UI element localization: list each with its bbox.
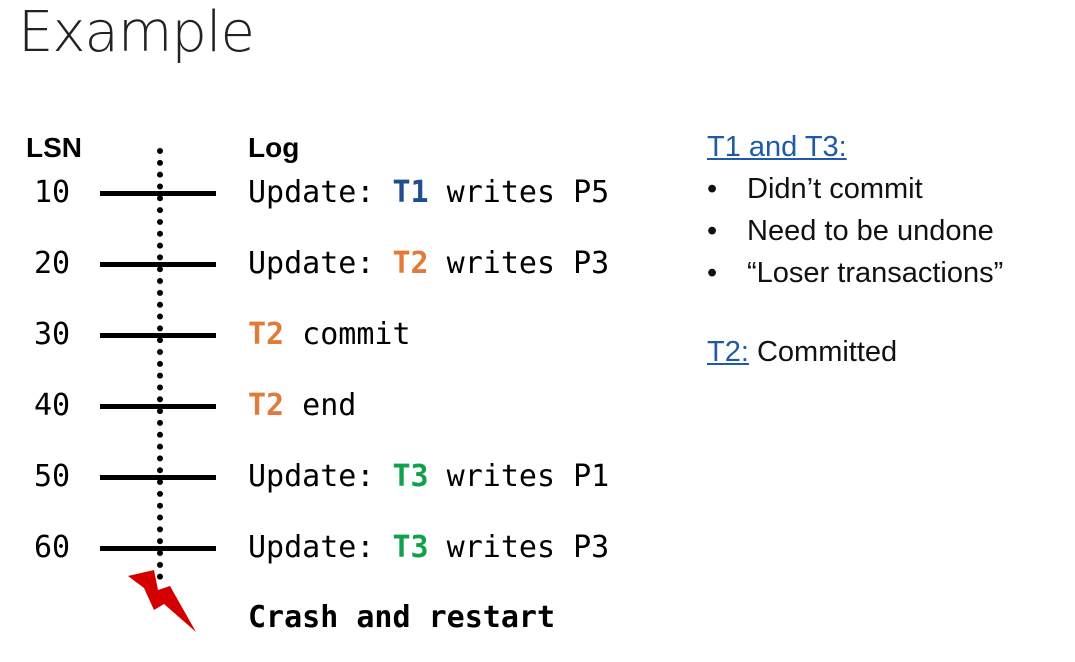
transaction-id: T2	[392, 246, 429, 281]
log-entry-action: commit	[284, 317, 411, 352]
transaction-id: T1	[392, 175, 429, 210]
transaction-id: T3	[392, 530, 429, 565]
log-entry-action: writes P3	[428, 530, 610, 565]
bullet-item: •Didn’t commit	[707, 173, 923, 205]
crash-label: Crash and restart	[248, 600, 556, 635]
log-tick-mark	[100, 333, 216, 338]
lsn-value: 20	[34, 246, 71, 281]
transaction-id: T2	[248, 317, 285, 352]
lsn-value: 60	[34, 530, 71, 565]
slide-title: Example	[18, 0, 255, 65]
log-tick-mark	[100, 262, 216, 267]
log-entry-prefix: Update:	[248, 246, 393, 281]
log-entry: T2 commit	[248, 317, 411, 352]
lsn-value: 10	[34, 175, 71, 210]
timeline-dotted-line	[157, 148, 163, 580]
log-tick-mark	[100, 546, 216, 551]
log-entry-action: end	[284, 388, 357, 423]
log-header: Log	[248, 132, 300, 163]
t2-text: Committed	[748, 336, 898, 368]
lsn-value: 30	[34, 317, 71, 352]
lsn-value: 40	[34, 388, 71, 423]
lsn-value: 50	[34, 459, 71, 494]
log-entry-action: writes P5	[428, 175, 610, 210]
transaction-id: T3	[392, 459, 429, 494]
transaction-id: T2	[248, 388, 285, 423]
bullet-item: •“Loser transactions”	[707, 257, 1004, 289]
log-tick-mark	[100, 404, 216, 409]
log-entry: T2 end	[248, 388, 356, 423]
log-entry: Update: T3 writes P3	[248, 530, 609, 565]
log-tick-mark	[100, 191, 216, 196]
log-entry-prefix: Update:	[248, 459, 393, 494]
log-entry: Update: T3 writes P1	[248, 459, 609, 494]
log-entry-action: writes P3	[428, 246, 610, 281]
bullet-item: •Need to be undone	[707, 215, 994, 247]
lightning-bolt-icon	[128, 570, 196, 632]
lsn-header: LSN	[26, 132, 82, 163]
log-entry-prefix: Update:	[248, 530, 393, 565]
log-entry-action: writes P1	[428, 459, 610, 494]
t2-heading: T2:	[707, 336, 749, 368]
t2-note: T2: Committed	[707, 336, 897, 369]
log-entry: Update: T1 writes P5	[248, 175, 609, 210]
t1-t3-heading: T1 and T3:	[707, 131, 847, 163]
log-tick-mark	[100, 475, 216, 480]
log-entry-prefix: Update:	[248, 175, 393, 210]
log-entry: Update: T2 writes P3	[248, 246, 609, 281]
